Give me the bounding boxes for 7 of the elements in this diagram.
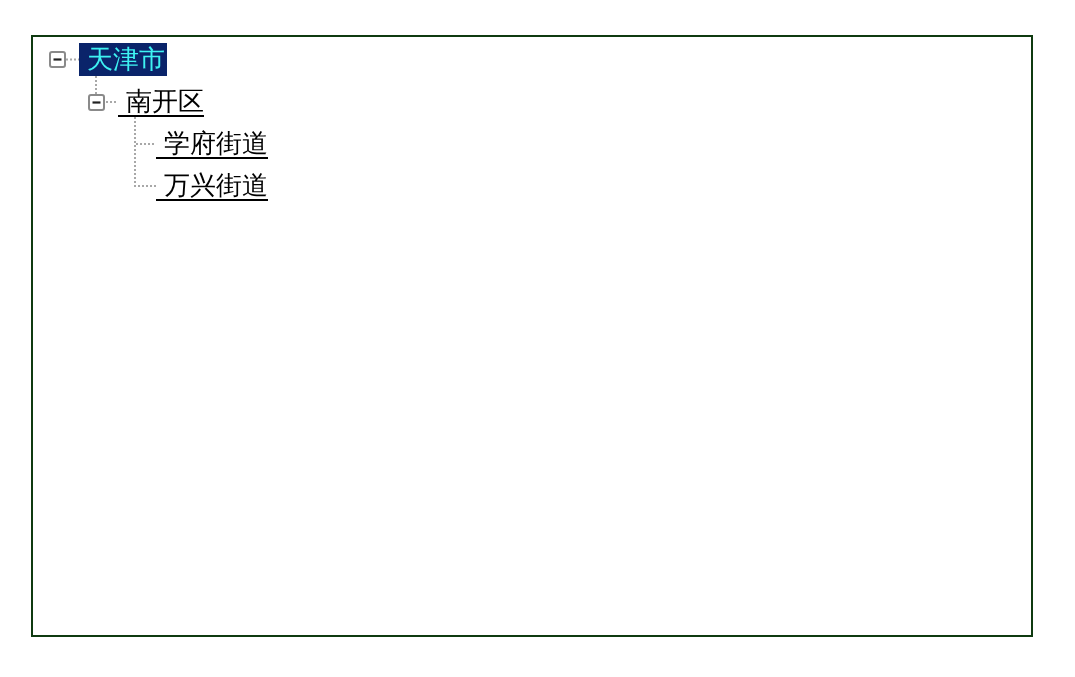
- tree-link: 学府街道: [156, 129, 268, 159]
- tree-connector: [95, 75, 119, 103]
- selected-tree-item: 天津市: [79, 43, 167, 76]
- tree-link: 南开区: [118, 87, 204, 117]
- tree-connector: [134, 116, 157, 187]
- tree-link: 万兴街道: [156, 171, 268, 201]
- tree-view-panel: [31, 35, 1033, 637]
